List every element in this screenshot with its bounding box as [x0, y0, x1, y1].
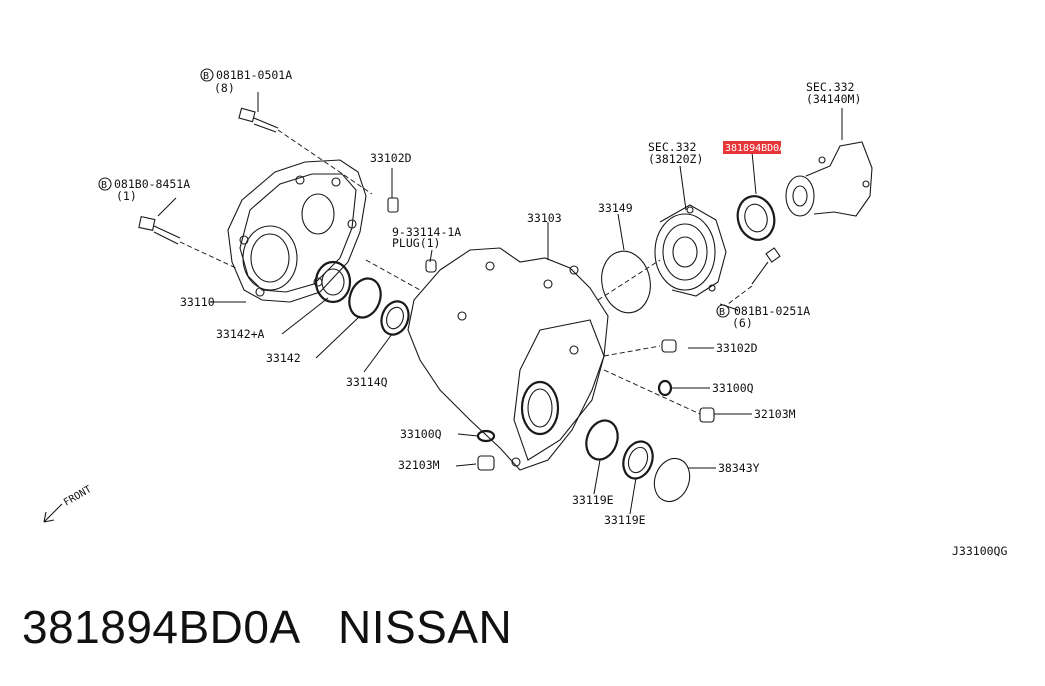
assembly-line [603, 345, 661, 357]
bolt-top-part [238, 107, 373, 195]
callout-plug-ref: 9-33114-1A [392, 225, 461, 239]
callout-33110: 33110 [180, 295, 215, 309]
callout-plug-label: PLUG(1) [392, 236, 440, 250]
callout-text: 081B0-8451A [114, 177, 190, 191]
callout-32103M-right: 32103M [754, 407, 796, 421]
callout-33149: 33149 [598, 201, 633, 215]
svg-text:B: B [101, 180, 107, 191]
callout-bolt-left: B 081B0-8451A (1) [98, 177, 190, 203]
oil-seal-highlighted-part [736, 195, 776, 241]
callout-33119E-b: 33119E [604, 513, 646, 527]
highlight-box [723, 141, 781, 154]
plug-33102D-top-part [387, 197, 399, 213]
companion-flange-part [785, 141, 873, 217]
diagram-id-code: J33100QG [952, 544, 1007, 558]
callout-sec332-a-ref: (38120Z) [648, 152, 703, 166]
plug-33114-part [425, 259, 437, 273]
callout-text: 081B1-0251A [734, 304, 810, 318]
main-housing-part [407, 247, 609, 471]
callout-sec332-b-ref: (34140M) [806, 92, 861, 106]
svg-text:B: B [203, 71, 209, 82]
svg-text:B: B [719, 307, 725, 318]
callout-qty: (8) [214, 81, 235, 95]
callout-bolt-top: B 081B1-0501A (8) [200, 68, 292, 95]
ring-33142-part [348, 277, 382, 319]
caption-brand: NISSAN [337, 601, 513, 653]
callout-33103: 33103 [527, 211, 562, 225]
washer-33100Q-left-part [476, 429, 496, 443]
bolt-right-part [727, 247, 781, 305]
callout-qty: (6) [732, 316, 753, 330]
oring-33149-part [601, 250, 651, 314]
bearing-housing-part [654, 204, 727, 297]
washer-33100Q-right-part [657, 379, 673, 397]
callout-33142A: 33142+A [216, 327, 265, 341]
seal-33114Q-part [380, 300, 410, 336]
callout-sec332-b: SEC.332 [806, 80, 854, 94]
callout-33102D-right: 33102D [716, 341, 758, 355]
callout-33100Q-left: 33100Q [400, 427, 442, 441]
callout-33119E-a: 33119E [572, 493, 614, 507]
oring-38343Y-part [653, 457, 691, 503]
callout-38343Y: 38343Y [718, 461, 760, 475]
front-arrow-icon: FRONT [43, 484, 94, 523]
seal-33119E-b-part [622, 440, 654, 480]
bolt-left-part [138, 216, 237, 269]
callout-32103M-left: 32103M [398, 458, 440, 472]
seal-33142A-part [314, 260, 352, 304]
callout-33142: 33142 [266, 351, 301, 365]
callout-33114Q: 33114Q [346, 375, 388, 389]
seal-33119E-a-part [585, 419, 619, 461]
rear-cover-part [227, 159, 367, 303]
callout-qty: (1) [116, 189, 137, 203]
assembly-line [603, 369, 701, 415]
plug-32103M-right-part [699, 407, 715, 423]
callout-sec332-a: SEC.332 [648, 140, 696, 154]
callout-text: 081B1-0501A [216, 68, 292, 82]
front-label: FRONT [62, 484, 94, 509]
plug-32103M-left-part [477, 455, 495, 471]
callout-bolt-right: B 081B1-0251A (6) [716, 304, 810, 330]
leader-lines [157, 92, 843, 515]
callout-33100Q-right: 33100Q [712, 381, 754, 395]
callout-33102D-top: 33102D [370, 151, 412, 165]
highlight-text: 381894BD0A [725, 143, 785, 154]
assembly-line [597, 259, 661, 301]
callout-highlight[interactable]: 381894BD0A [723, 141, 785, 154]
caption-part-number: 381894BD0A [22, 601, 299, 653]
assembly-line [365, 259, 421, 291]
part-caption: 381894BD0A NISSAN [22, 600, 512, 654]
plug-33102D-right-part [661, 339, 677, 353]
